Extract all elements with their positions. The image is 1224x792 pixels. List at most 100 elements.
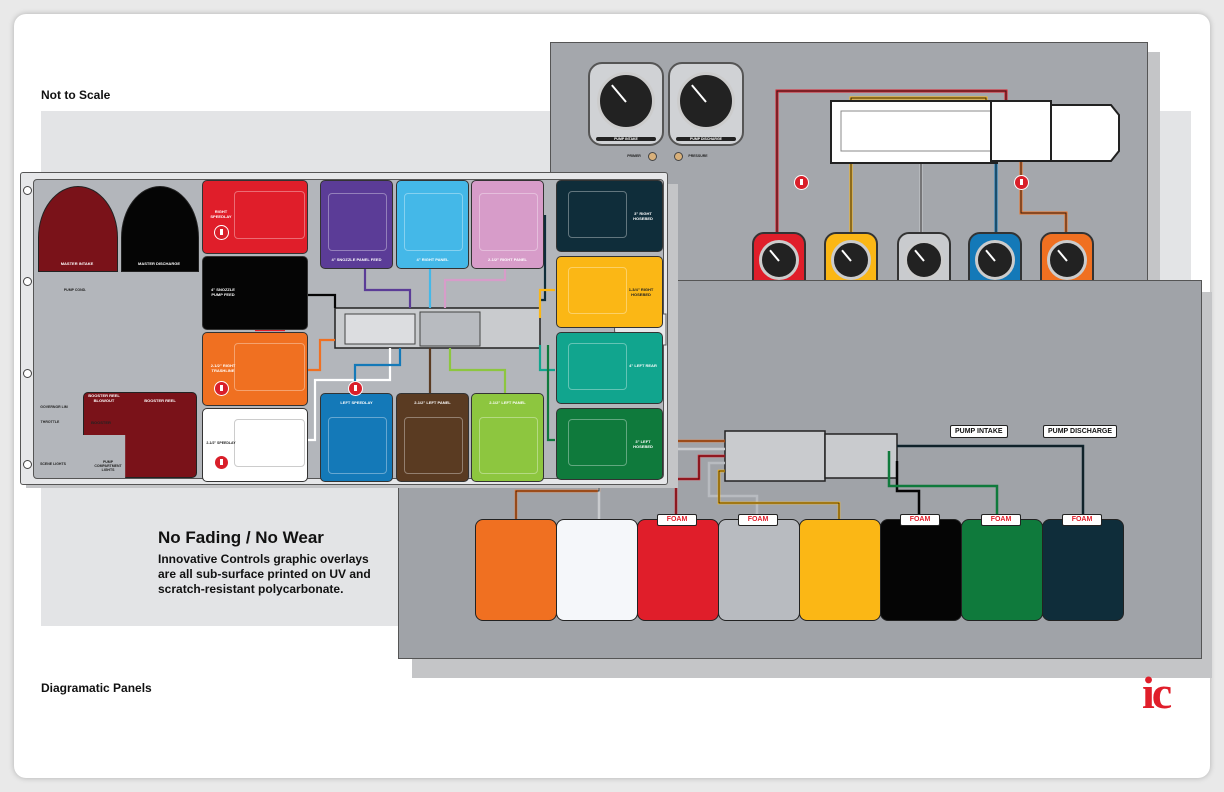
mount-hole-4 [23, 460, 32, 469]
pump-discharge-dial [677, 72, 735, 130]
tile-left-hosebed-3in-label: 3" LEFT HOSEBED [633, 439, 653, 449]
tile-left-speedlay: LEFT SPEEDLAY [320, 393, 393, 482]
tile-left-panel-green-inset [479, 416, 538, 475]
booster-blowout-label: BOOSTER REEL BLOWOUT [88, 393, 120, 403]
tile-right-panel-2half: 2-1/2" RIGHT PANEL [471, 180, 544, 269]
diagramatic-panels-label: Diagramatic Panels [41, 681, 152, 695]
tile-speedlay-inset [234, 419, 305, 468]
tile-right-trashline-label: 2-1/2" RIGHT TRASHLINE [210, 363, 236, 373]
throttle-label: THROTTLE [40, 420, 60, 424]
master-discharge-tile [121, 186, 199, 272]
mount-hole-1 [23, 186, 32, 195]
tile-left-rear-label: 4" LEFT REAR [629, 363, 657, 368]
bottom-tile-black [880, 519, 962, 621]
top-valve-icon-right [1014, 175, 1029, 190]
tile-left-rear: 4" LEFT REAR [556, 332, 663, 404]
description: Innovative Controls graphic overlays are… [158, 552, 398, 597]
bottom-tile-gray [718, 519, 800, 621]
foam-tag-navy: FOAM [1062, 514, 1102, 526]
small-gauge-yellow-dial [831, 240, 871, 280]
tile-speedlay-label: 2-1/2" SPEEDLAY [206, 441, 236, 445]
tile-right-speedlay-label: RIGHT SPEEDLAY [210, 209, 232, 219]
pump-cond-label: PUMP COND. [63, 288, 87, 292]
pump-intake-dial [597, 72, 655, 130]
small-gauge-blue: REDUCER INTAKE DISCHARGE HOLD [968, 232, 1022, 302]
tile-right-panel-2half-label: 2-1/2" RIGHT PANEL [488, 257, 527, 262]
mount-hole-2 [23, 277, 32, 286]
tile-snozzle-pump-feed: 4" SNOZZLE PUMP FEED [202, 256, 308, 330]
tile-right-speedlay: RIGHT SPEEDLAY [202, 180, 308, 254]
tile-right-panel-2half-inset [479, 193, 538, 251]
tile-right-hosebed-3in-label: 3" RIGHT HOSEBED [633, 211, 653, 221]
pressure-label: PRESSURE [688, 154, 708, 158]
governor-label: GOVERNOR LIM [40, 405, 68, 409]
small-gauge-orange-dial [1047, 240, 1087, 280]
tile-left-hosebed-3in-inset [567, 418, 628, 466]
booster-reel-label: BOOSTER REEL [144, 398, 176, 403]
tile-left-rear-inset [567, 342, 628, 390]
tile-right-trashline: 2-1/2" RIGHT TRASHLINE [202, 332, 308, 406]
tile-right-panel-4in: 4" RIGHT PANEL [396, 180, 469, 269]
master-discharge-label: MASTER DISCHARGE [137, 261, 180, 266]
pressure-switch [674, 152, 683, 161]
tile-left-speedlay-label: LEFT SPEEDLAY [340, 400, 373, 405]
pump-discharge-tag: PUMP DISCHARGE [1043, 425, 1118, 438]
tile-right-hosebed-3in-inset [567, 190, 628, 238]
pump-discharge-gauge-label: PUMP DISCHARGE [676, 137, 736, 141]
pump-intake-gauge: PUMP INTAKE [588, 62, 664, 146]
foam-tag-gray: FOAM [738, 514, 778, 526]
tile-right-trashline-inset [234, 343, 305, 392]
tile-right-panel-4in-label: 4" RIGHT PANEL [416, 257, 449, 262]
tile-right-panel-4in-inset [404, 193, 463, 251]
tile-speedlay-valve-icon [214, 455, 229, 470]
description-line-1: Innovative Controls graphic overlays [158, 552, 369, 566]
headline: No Fading / No Wear [158, 528, 324, 547]
tile-snozzle-pump-feed-label: 4" SNOZZLE PUMP FEED [211, 287, 235, 297]
pump-compartment-label: PUMP COMPARTMENT LIGHTS [94, 460, 122, 472]
top-valve-icon-left [794, 175, 809, 190]
tile-snozzle-panel-feed: 4" SNOZZLE PANEL FEED [320, 180, 393, 269]
tile-left-hosebed-3in: 3" LEFT HOSEBED [556, 408, 663, 480]
top-panel-lines [775, 89, 1120, 241]
tile-left-panel-green-label: 2-1/2" LEFT PANEL [489, 400, 526, 405]
tile-left-speedlay-inset [328, 416, 387, 475]
bottom-tile-orange [475, 519, 557, 621]
primer-label: PRIMER [627, 154, 641, 158]
bottom-tile-yellow [799, 519, 881, 621]
bottom-tile-white [556, 519, 638, 621]
booster-small-label: BOOSTER [91, 420, 111, 425]
tile-right-hosebed-134-label: 1-3/4" RIGHT HOSEBED [628, 287, 654, 297]
tile-left-panel-brown: 2-1/2" LEFT PANEL [396, 393, 469, 482]
pump-intake-gauge-label: PUMP INTAKE [596, 137, 656, 141]
tile-snozzle-panel-feed-inset [328, 193, 387, 251]
tile-left-panel-brown-label: 2-1/2" LEFT PANEL [414, 400, 451, 405]
small-gauge-gray-dial [904, 240, 944, 280]
pump-discharge-gauge: PUMP DISCHARGE [668, 62, 744, 146]
description-line-3: scratch-resistant polycarbonate. [158, 582, 344, 596]
master-intake-label: MASTER INTAKE [60, 261, 94, 266]
center-valve-icon [348, 381, 363, 396]
tile-snozzle-panel-feed-label: 4" SNOZZLE PANEL FEED [331, 257, 382, 262]
bottom-tile-red [637, 519, 719, 621]
foam-tag-red: FOAM [657, 514, 697, 526]
mount-hole-3 [23, 369, 32, 378]
tile-right-speedlay-valve-icon [214, 225, 229, 240]
primer-switch [648, 152, 657, 161]
ic-logo: ic [1142, 667, 1172, 718]
small-gauge-red-dial [759, 240, 799, 280]
tile-right-hosebed-134-inset [567, 266, 628, 314]
tile-right-trashline-valve-icon [214, 381, 229, 396]
small-gauge-blue-dial [975, 240, 1015, 280]
foam-tag-black: FOAM [900, 514, 940, 526]
tile-speedlay: 2-1/2" SPEEDLAY [202, 408, 308, 482]
bottom-tile-green [961, 519, 1043, 621]
master-intake-tile [38, 186, 118, 272]
tile-right-hosebed-134: 1-3/4" RIGHT HOSEBED [556, 256, 663, 328]
tile-left-panel-green: 2-1/2" LEFT PANEL [471, 393, 544, 482]
bottom-tile-navy [1042, 519, 1124, 621]
tile-right-speedlay-inset [234, 191, 305, 240]
tile-left-panel-brown-inset [404, 416, 463, 475]
scene-lights-label: SCENE LIGHTS [40, 462, 66, 466]
foam-tag-green: FOAM [981, 514, 1021, 526]
not-to-scale-label: Not to Scale [41, 88, 111, 102]
